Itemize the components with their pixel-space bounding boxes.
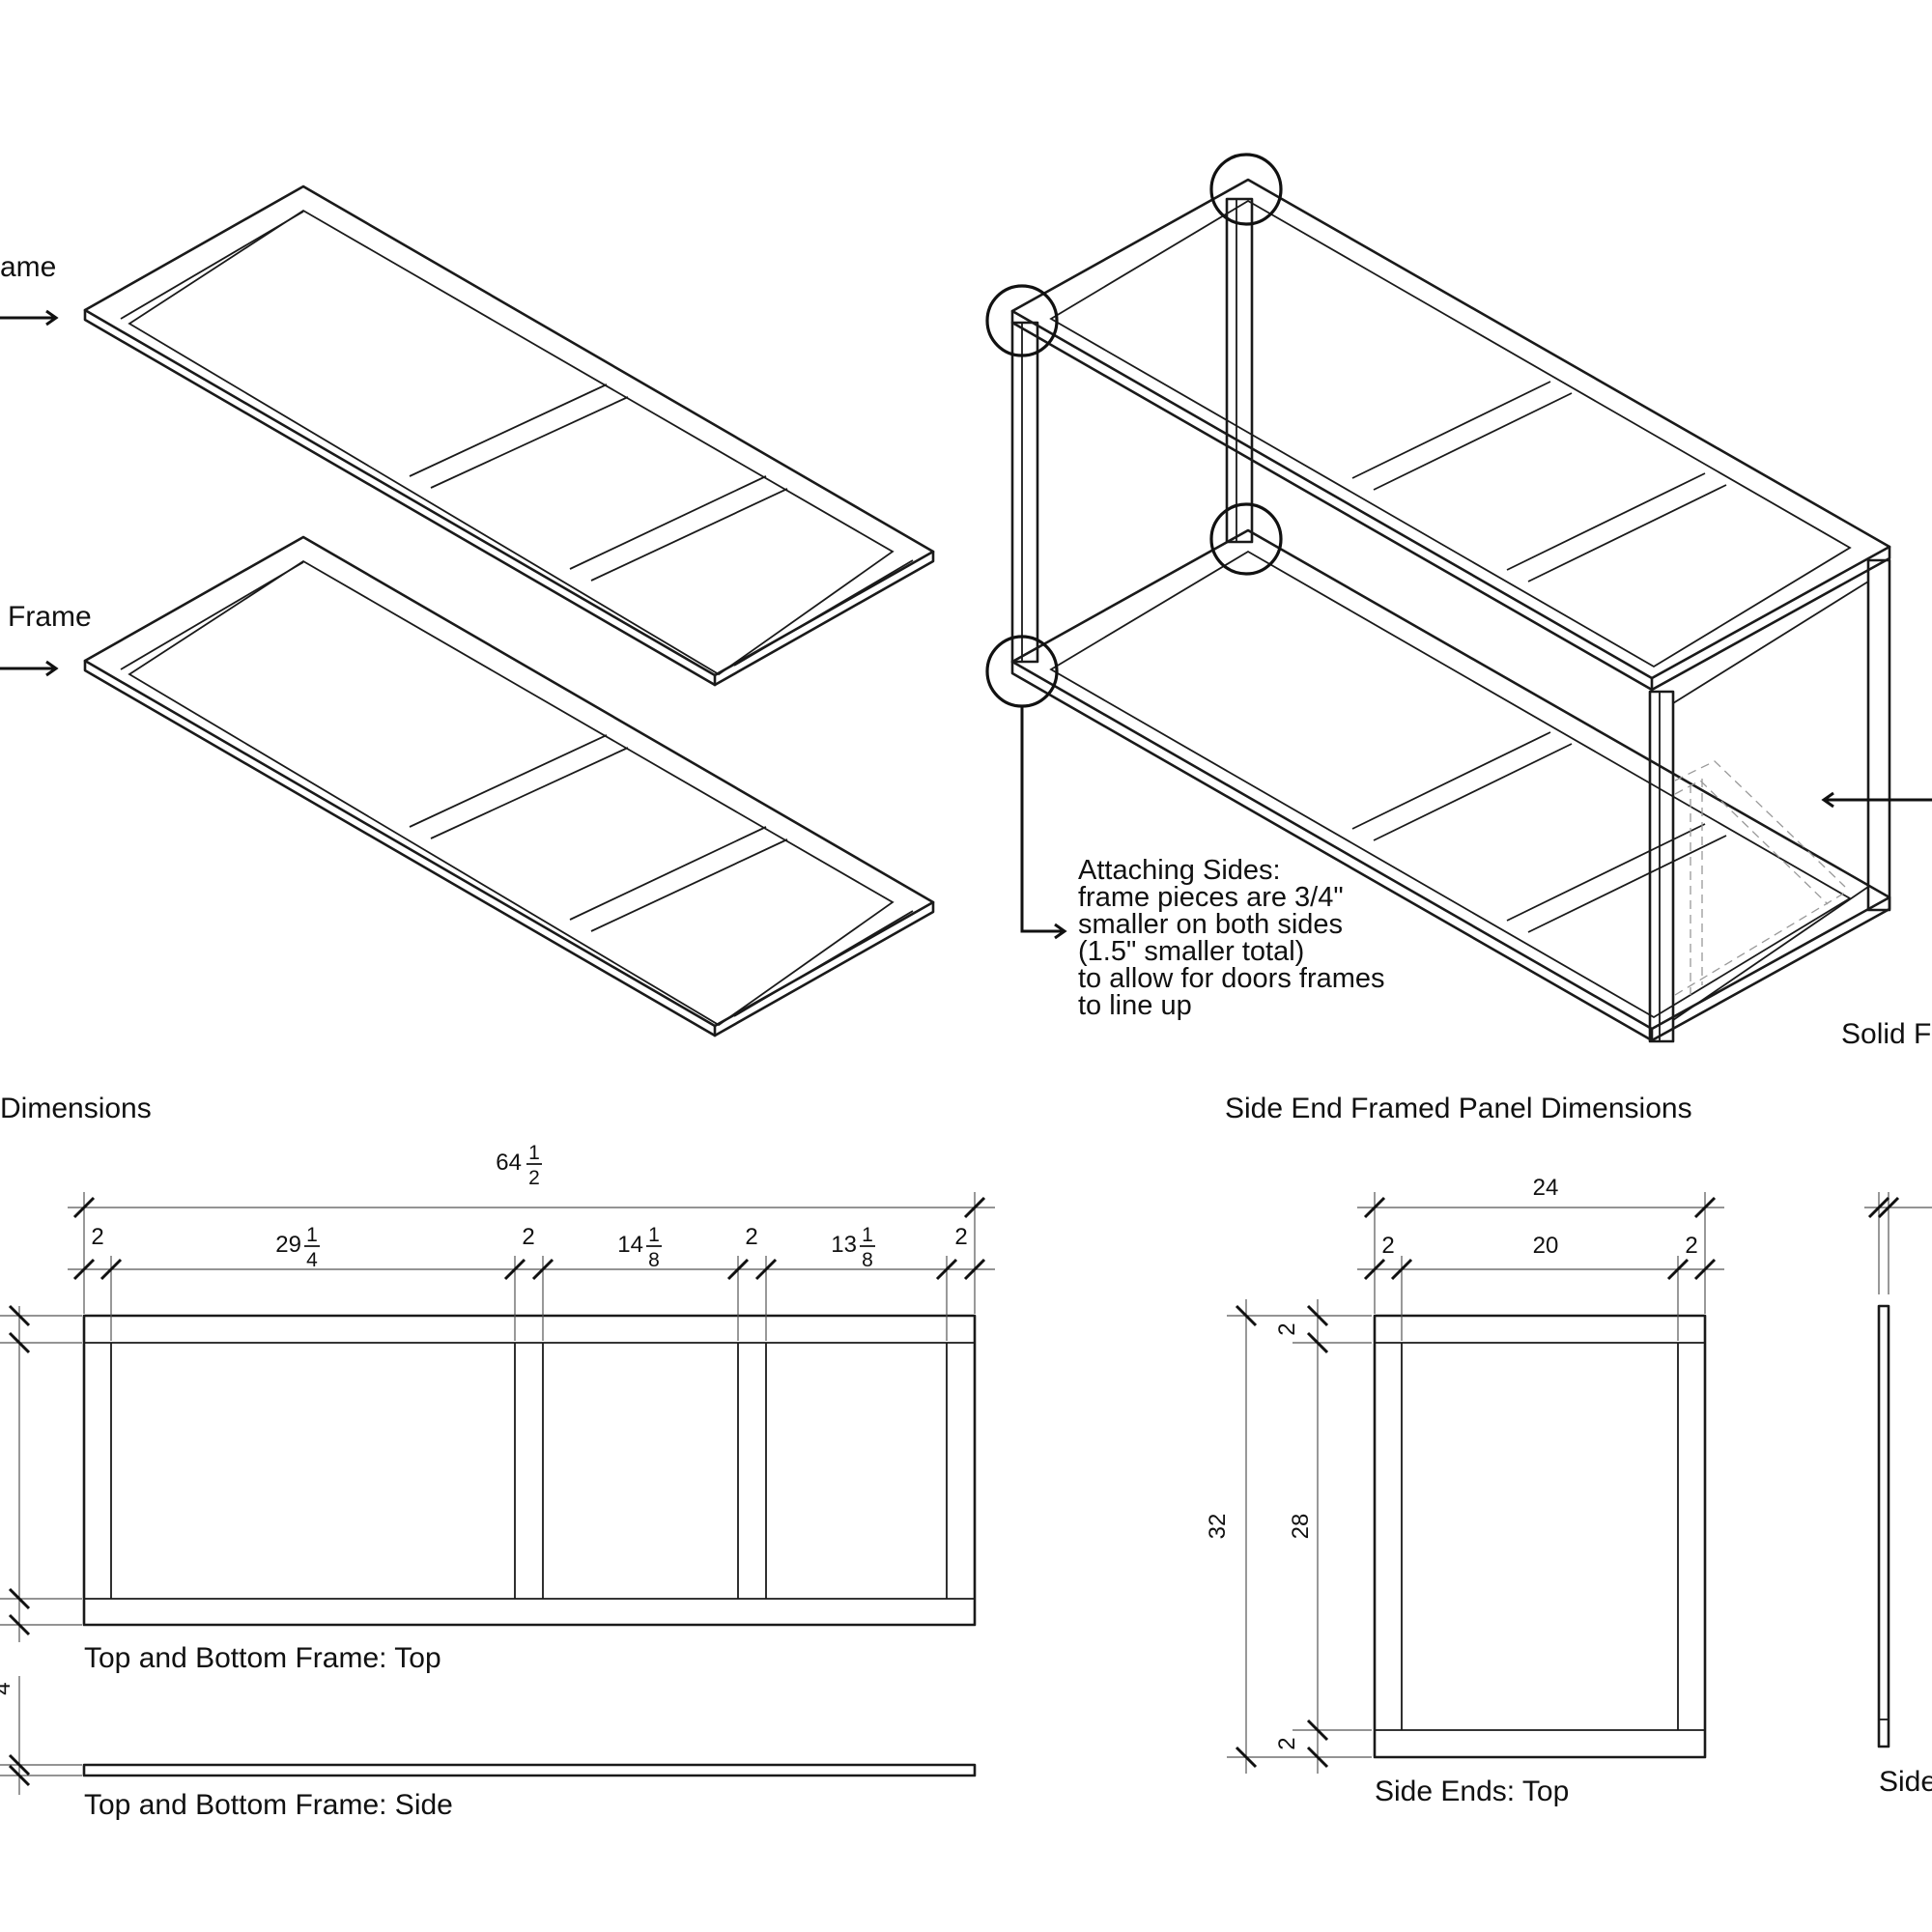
dim-whole: 64: [496, 1150, 522, 1176]
frame-arrows: [0, 309, 59, 677]
dim-side-overall-width: 24: [1533, 1175, 1559, 1201]
heading-side-end-dimensions: Side End Framed Panel Dimensions: [1225, 1093, 1692, 1124]
plan-top-bottom-frame: [82, 1314, 977, 1627]
attaching-sides-note: Attaching Sides: frame pieces are 3/4" s…: [1078, 855, 1385, 1021]
note-line: Attaching Sides:: [1078, 855, 1281, 886]
dim-left-cut-thickness: 4: [0, 1682, 15, 1694]
heading-dimensions-left: Dimensions: [0, 1093, 152, 1124]
dim-overall-width: 64 1 2: [496, 1142, 542, 1189]
caption-tb-frame-side: Top and Bottom Frame: Side: [84, 1789, 453, 1821]
dim-seg1: 2: [91, 1224, 103, 1250]
dim-den: 8: [648, 1249, 660, 1271]
dim-side-rail-bottom: 2: [1274, 1737, 1300, 1749]
dim-num: 1: [528, 1142, 540, 1164]
dim-seg5: 2: [745, 1224, 757, 1250]
dim-left-cut-height: 2: [0, 1460, 6, 1472]
iso-cabinet-assembly: [985, 153, 1932, 1043]
dim-whole: 13: [831, 1232, 857, 1258]
side-end-side-view: [1864, 1192, 1932, 1748]
plan-frame-side-strip: [82, 1763, 977, 1777]
dim-side-rail-top: 2: [1274, 1322, 1300, 1335]
dim-side-stile-left: 2: [1381, 1233, 1394, 1259]
dim-side-inner-width: 20: [1533, 1233, 1559, 1259]
caption-tb-frame-top: Top and Bottom Frame: Top: [84, 1642, 441, 1674]
dim-side-overall-height: 32: [1205, 1514, 1231, 1540]
dims-top-frame-lines: [0, 1192, 995, 1795]
dim-seg2: 29 1 4: [275, 1224, 320, 1271]
dims-side-end-lines: [1227, 1192, 1724, 1774]
iso-top-frame: [83, 185, 935, 687]
note-line: frame pieces are 3/4": [1078, 882, 1344, 913]
dim-side-inner-height: 28: [1288, 1514, 1314, 1540]
dim-whole: 29: [275, 1232, 301, 1258]
label-bottom-frame: Frame: [8, 601, 92, 633]
note-line: (1.5" smaller total): [1078, 936, 1304, 967]
note-line: to line up: [1078, 990, 1192, 1021]
plan-side-end: [1373, 1314, 1707, 1759]
iso-bottom-frame: [83, 535, 935, 1037]
dim-den: 8: [862, 1249, 873, 1271]
dim-seg7: 2: [954, 1224, 967, 1250]
label-solid-panel: Solid F: [1841, 1018, 1931, 1050]
dim-seg6: 13 1 8: [831, 1224, 875, 1271]
dim-side-stile-right: 2: [1685, 1233, 1697, 1259]
label-top-frame: ame: [0, 251, 56, 283]
caption-side-cut: Side: [1879, 1766, 1932, 1798]
note-line: smaller on both sides: [1078, 909, 1343, 940]
note-line: to allow for doors frames: [1078, 963, 1385, 994]
dim-num: 1: [306, 1224, 318, 1246]
dim-den: 2: [528, 1167, 540, 1189]
dim-den: 4: [306, 1249, 318, 1271]
dim-seg4: 14 1 8: [617, 1224, 662, 1271]
dim-whole: 14: [617, 1232, 643, 1258]
dim-num: 1: [862, 1224, 873, 1246]
caption-side-ends-top: Side Ends: Top: [1375, 1776, 1569, 1807]
dim-seg3: 2: [522, 1224, 534, 1250]
dim-num: 1: [648, 1224, 660, 1246]
